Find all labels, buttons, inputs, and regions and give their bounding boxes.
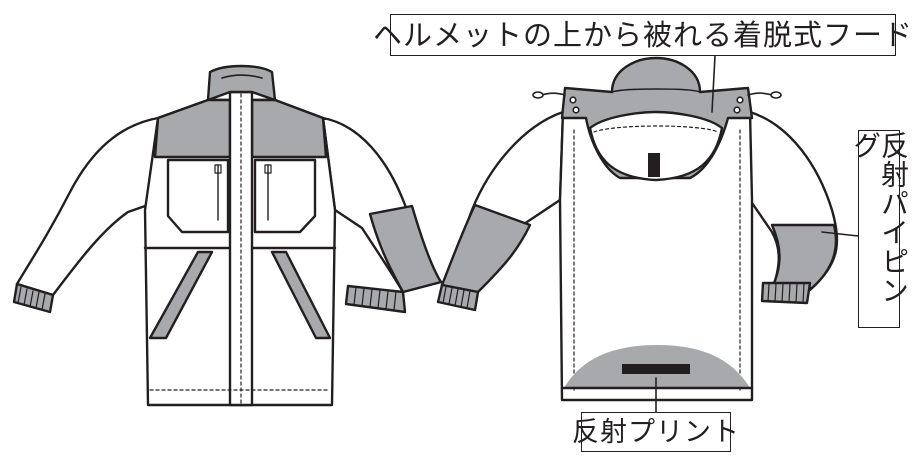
- back-right-sleeve-gray: [770, 223, 838, 290]
- right-drawcord: [747, 92, 773, 96]
- jacket-front: [12, 64, 443, 407]
- front-right-cuff-ribs: [353, 286, 397, 311]
- hood-callout-leader: [711, 55, 716, 113]
- left-drawcord: [541, 92, 566, 96]
- piping-callout-leader: [821, 231, 859, 237]
- hood-reflective-strip: [648, 153, 660, 177]
- front-left-sleeve: [15, 116, 160, 297]
- back-right-cuff-ribs: [767, 283, 805, 303]
- front-collar: [206, 64, 277, 102]
- back-bottom-reflective-bar: [622, 364, 690, 374]
- hood-callout-label: ヘルメットの上から被れる着脱式フード: [373, 14, 912, 56]
- front-right-cuff: [344, 284, 407, 314]
- front-right-chest-pocket: [253, 158, 317, 234]
- back-right-cuff: [760, 281, 812, 305]
- front-left-cuff-ribs: [17, 286, 46, 311]
- front-left-chest-pocket: [166, 158, 230, 234]
- front-right-sleeve-gray: [368, 204, 443, 294]
- piping-callout-label: 反射パイピング: [849, 130, 910, 328]
- jacket-back: [436, 56, 839, 413]
- front-left-reflective-band: [148, 250, 214, 340]
- front-yoke-right: [250, 98, 328, 159]
- back-left-cuff-ribs: [442, 286, 471, 309]
- print-callout-label: 反射プリント: [572, 412, 739, 452]
- hood-inner-brim: [588, 110, 724, 182]
- front-yoke: [153, 98, 232, 159]
- front-right-reflective-band: [270, 250, 332, 340]
